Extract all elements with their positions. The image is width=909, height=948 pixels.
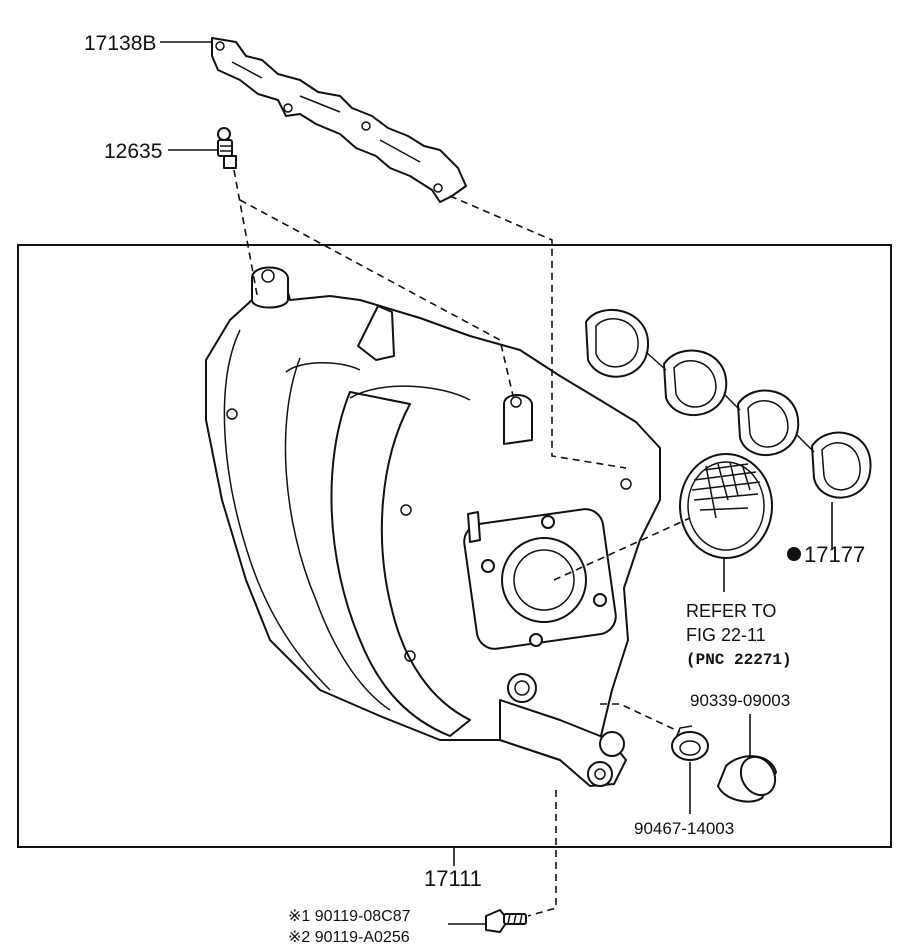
intake-manifold-part: [205, 266, 661, 787]
stud-dash-line-2: [239, 199, 515, 401]
shield-dash-line: [449, 195, 627, 469]
clamp-part: [671, 725, 709, 761]
heat-shield-part: [211, 37, 467, 203]
manifold-gasket-part: [585, 308, 872, 499]
filled-circle-icon: [787, 547, 801, 561]
throttle-gasket-part: [679, 453, 773, 559]
label-bolt-2: ※2 90119-A0256: [288, 929, 410, 946]
label-bolt-1: ※1 90119-08C87: [288, 908, 411, 925]
stud-part: [217, 127, 237, 169]
clamp-dash-line: [600, 703, 681, 733]
label-refer-2: FIG 22-11: [686, 625, 766, 645]
label-refer-1: REFER TO: [686, 601, 776, 621]
bolt-part: [485, 909, 527, 933]
label-17111: 17111: [424, 866, 482, 891]
label-refer-pnc: (PNC 22271): [686, 651, 792, 669]
label-12635: 12635: [104, 140, 162, 163]
label-clamp: 90467-14003: [634, 819, 734, 838]
label-cap: 90339-09003: [690, 691, 790, 710]
stud-dash-line: [233, 169, 259, 301]
cap-part: [717, 755, 777, 803]
bolt-dash-line: [527, 790, 557, 917]
assembly-frame: [17, 244, 892, 848]
gasket-dash-line: [553, 517, 691, 581]
label-17177: 17177: [804, 542, 865, 567]
label-17138B: 17138B: [84, 32, 156, 55]
